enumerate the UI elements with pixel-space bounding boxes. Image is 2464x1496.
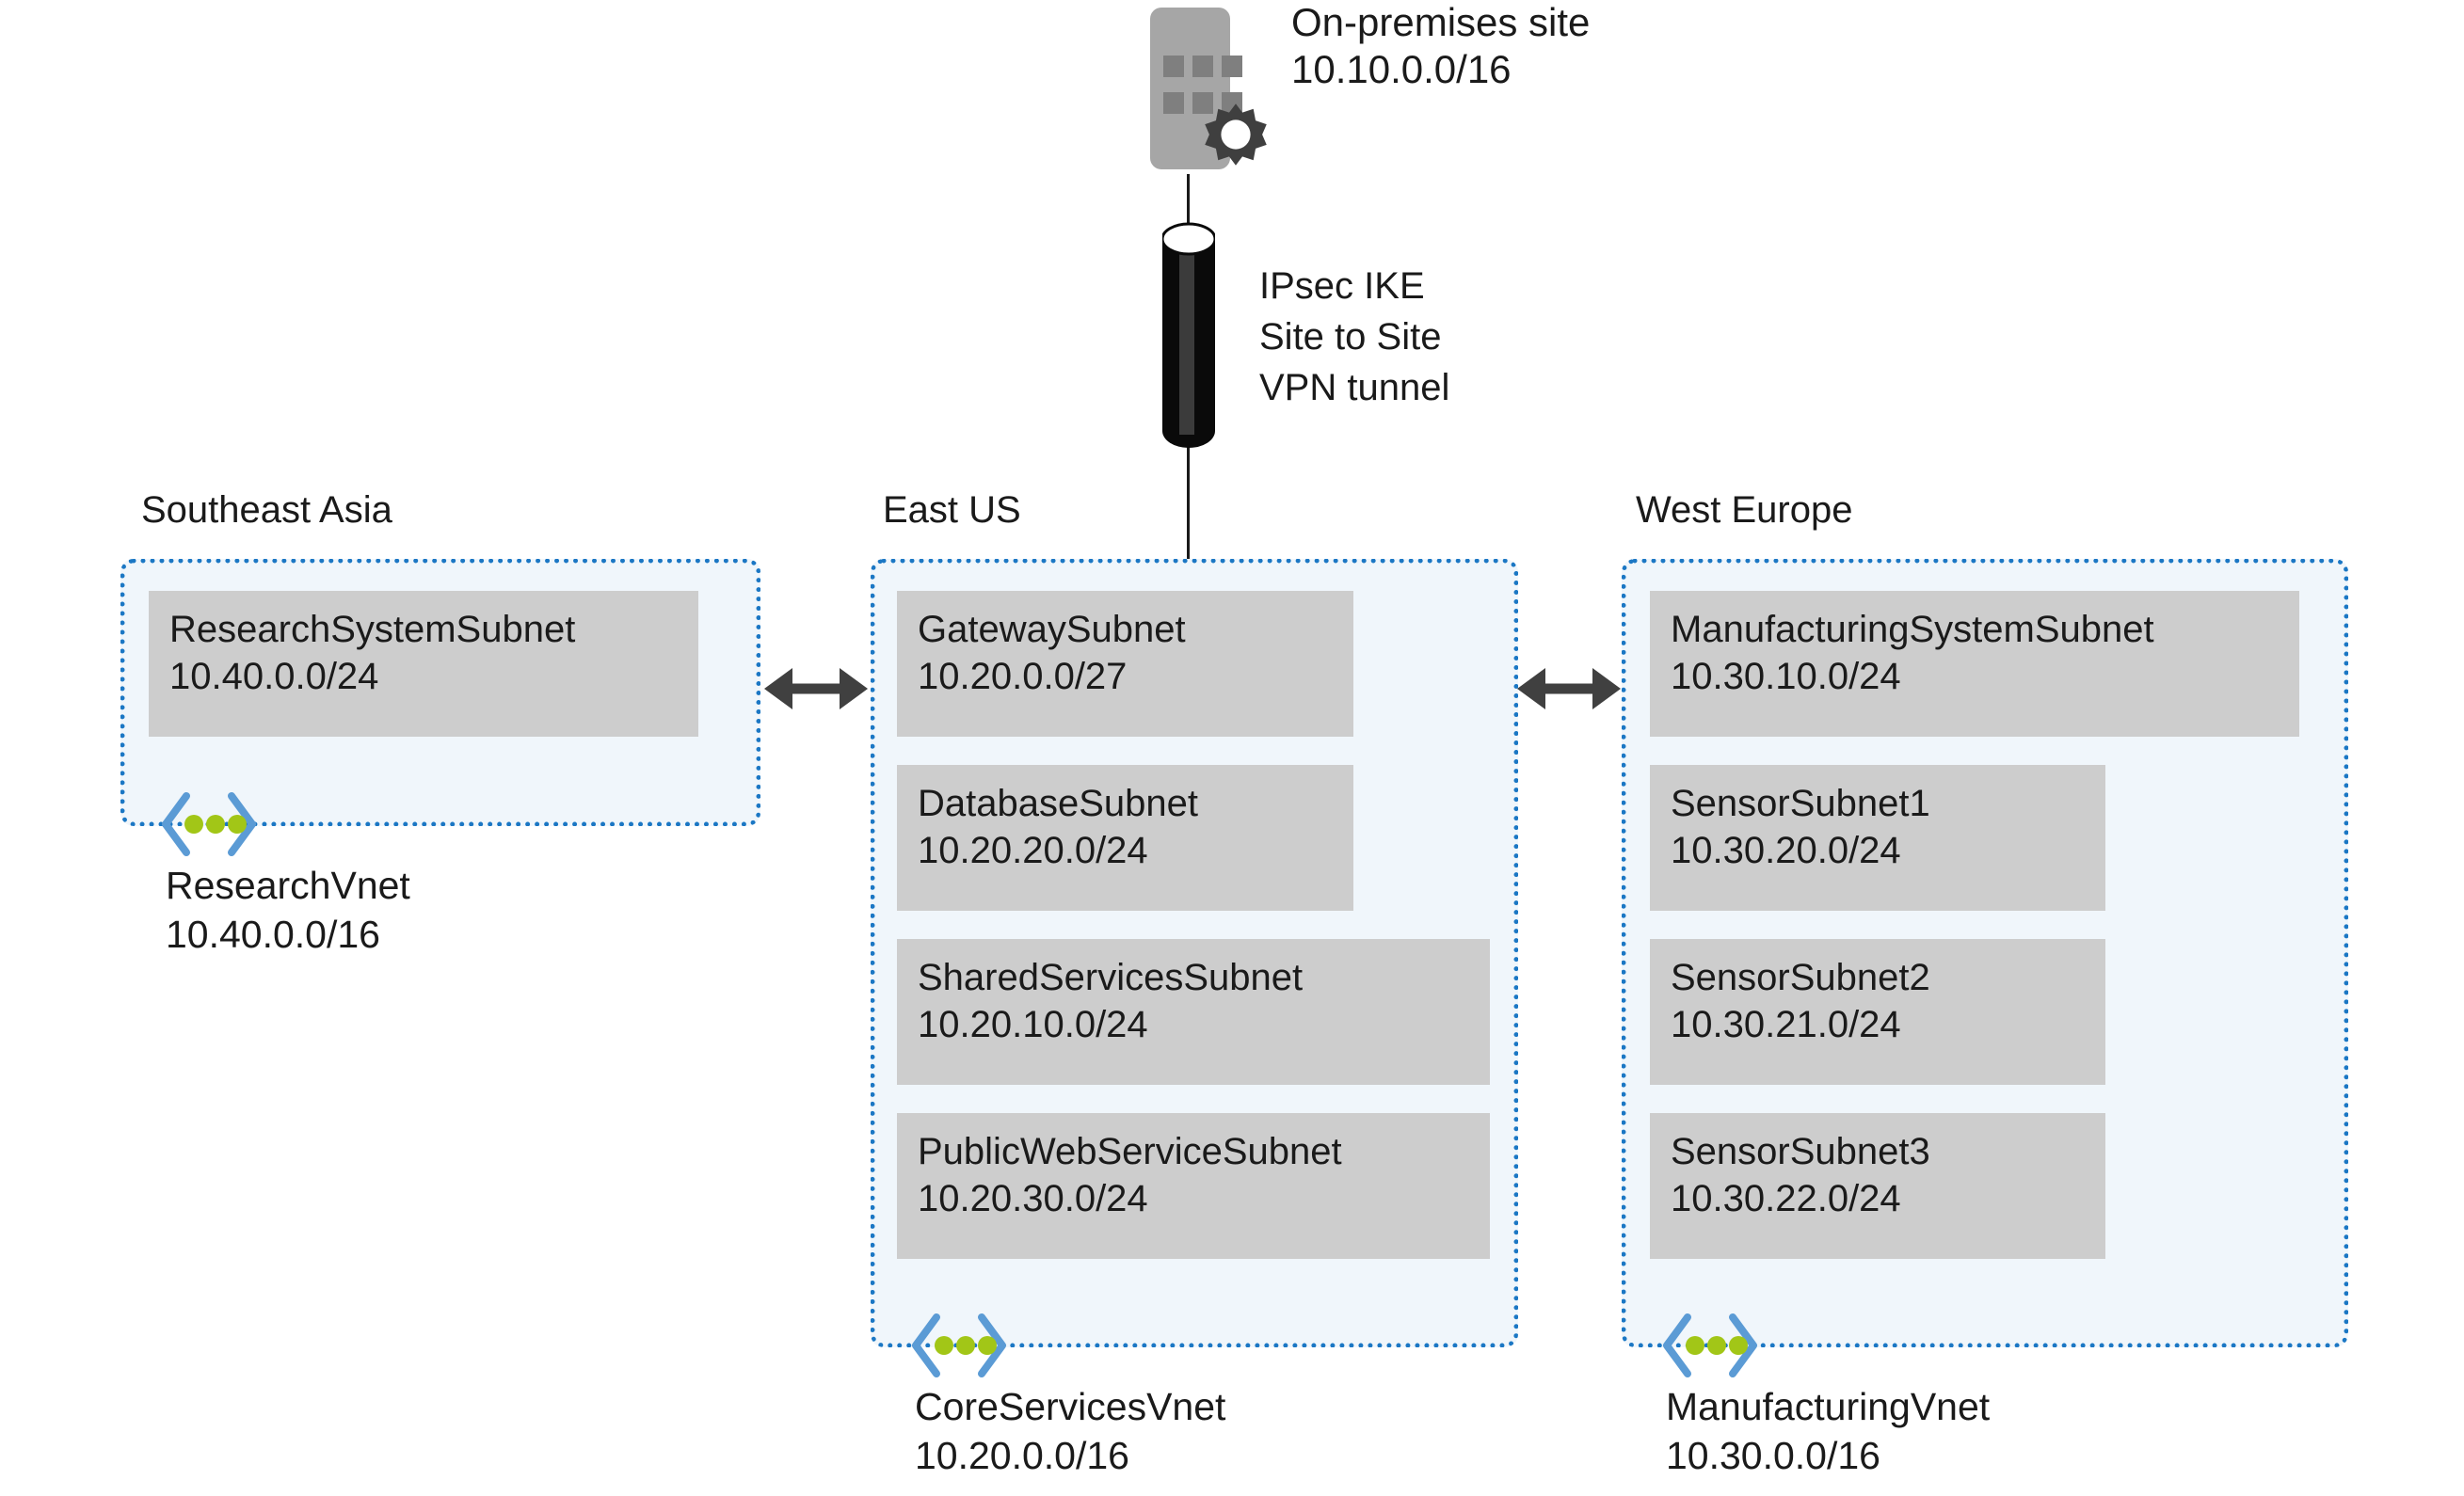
tunnel-label-line2: Site to Site	[1259, 316, 1442, 358]
subnet-cidr: 10.20.30.0/24	[918, 1178, 1148, 1220]
subnet-cidr: 10.30.10.0/24	[1671, 656, 1901, 698]
subnet-databasesubnet[interactable]: DatabaseSubnet 10.20.20.0/24	[897, 765, 1353, 911]
subnet-cidr: 10.40.0.0/24	[169, 656, 379, 698]
subnet-publicwebservicesubnet[interactable]: PublicWebServiceSubnet 10.20.30.0/24	[897, 1113, 1490, 1259]
vnet-cidr-researchvnet: 10.40.0.0/16	[166, 913, 380, 956]
building-window	[1222, 56, 1242, 77]
subnet-researchsystemsubnet[interactable]: ResearchSystemSubnet 10.40.0.0/24	[149, 591, 698, 737]
subnet-gatewaysubnet[interactable]: GatewaySubnet 10.20.0.0/27	[897, 591, 1353, 737]
subnet-name: DatabaseSubnet	[918, 783, 1199, 824]
onpremises-title: On-premises site	[1291, 0, 1591, 44]
region-label-west-europe: West Europe	[1636, 489, 1853, 531]
region-label-southeast-asia: Southeast Asia	[141, 489, 392, 531]
vnet-cidr-manufacturingvnet: 10.30.0.0/16	[1666, 1434, 1880, 1477]
building-window	[1192, 56, 1213, 77]
subnet-cidr: 10.30.20.0/24	[1671, 830, 1901, 872]
vnet-name-coreservicesvnet: CoreServicesVnet	[915, 1385, 1226, 1428]
onpremises-cidr: 10.10.0.0/16	[1291, 47, 1512, 91]
subnet-name: ResearchSystemSubnet	[169, 609, 576, 650]
subnet-name: ManufacturingSystemSubnet	[1671, 609, 2154, 650]
gear-icon	[1205, 103, 1267, 166]
building-window	[1163, 92, 1184, 114]
subnet-sensorsubnet2[interactable]: SensorSubnet2 10.30.21.0/24	[1650, 939, 2105, 1085]
vnet-chevron-icon	[912, 1313, 1006, 1377]
subnet-sensorsubnet3[interactable]: SensorSubnet3 10.30.22.0/24	[1650, 1113, 2105, 1259]
vpn-tunnel-cylinder-icon	[1162, 222, 1215, 448]
vnet-name-manufacturingvnet: ManufacturingVnet	[1666, 1385, 1991, 1428]
subnet-cidr: 10.20.20.0/24	[918, 830, 1148, 872]
subnet-name: PublicWebServiceSubnet	[918, 1131, 1342, 1172]
vnet-cidr-coreservicesvnet: 10.20.0.0/16	[915, 1434, 1129, 1477]
vnet-container-researchvnet[interactable]: ResearchSystemSubnet 10.40.0.0/24	[120, 559, 760, 826]
subnet-name: SensorSubnet3	[1671, 1131, 1930, 1172]
subnet-name: SensorSubnet2	[1671, 957, 1930, 998]
tunnel-label-line1: IPsec IKE	[1259, 265, 1425, 307]
subnet-cidr: 10.20.0.0/27	[918, 656, 1128, 698]
region-label-east-us: East US	[883, 489, 1021, 531]
building-window	[1192, 92, 1213, 114]
subnet-name: SharedServicesSubnet	[918, 957, 1304, 998]
subnet-sensorsubnet1[interactable]: SensorSubnet1 10.30.20.0/24	[1650, 765, 2105, 911]
tunnel-connector-line-top	[1187, 174, 1190, 240]
tunnel-label-line3: VPN tunnel	[1259, 367, 1450, 408]
subnet-cidr: 10.30.21.0/24	[1671, 1004, 1901, 1046]
tunnel-connector-line-bottom	[1187, 428, 1190, 569]
vnet-container-manufacturingvnet[interactable]: ManufacturingSystemSubnet 10.30.10.0/24 …	[1622, 559, 2348, 1347]
vnet-chevron-icon	[162, 792, 256, 856]
vnet-chevron-icon	[1663, 1313, 1757, 1377]
subnet-manufacturingsystemsubnet[interactable]: ManufacturingSystemSubnet 10.30.10.0/24	[1650, 591, 2299, 737]
vnet-name-researchvnet: ResearchVnet	[166, 864, 410, 907]
building-window	[1163, 56, 1184, 77]
subnet-name: GatewaySubnet	[918, 609, 1186, 650]
onpremises-building-icon	[1150, 8, 1282, 182]
peering-arrow-core-manufacturing[interactable]	[1517, 659, 1621, 719]
subnet-sharedservicessubnet[interactable]: SharedServicesSubnet 10.20.10.0/24	[897, 939, 1490, 1085]
vnet-container-coreservicesvnet[interactable]: GatewaySubnet 10.20.0.0/27 DatabaseSubne…	[871, 559, 1518, 1347]
subnet-cidr: 10.20.10.0/24	[918, 1004, 1148, 1046]
peering-arrow-research-core[interactable]	[764, 659, 868, 719]
subnet-cidr: 10.30.22.0/24	[1671, 1178, 1901, 1220]
subnet-name: SensorSubnet1	[1671, 783, 1930, 824]
